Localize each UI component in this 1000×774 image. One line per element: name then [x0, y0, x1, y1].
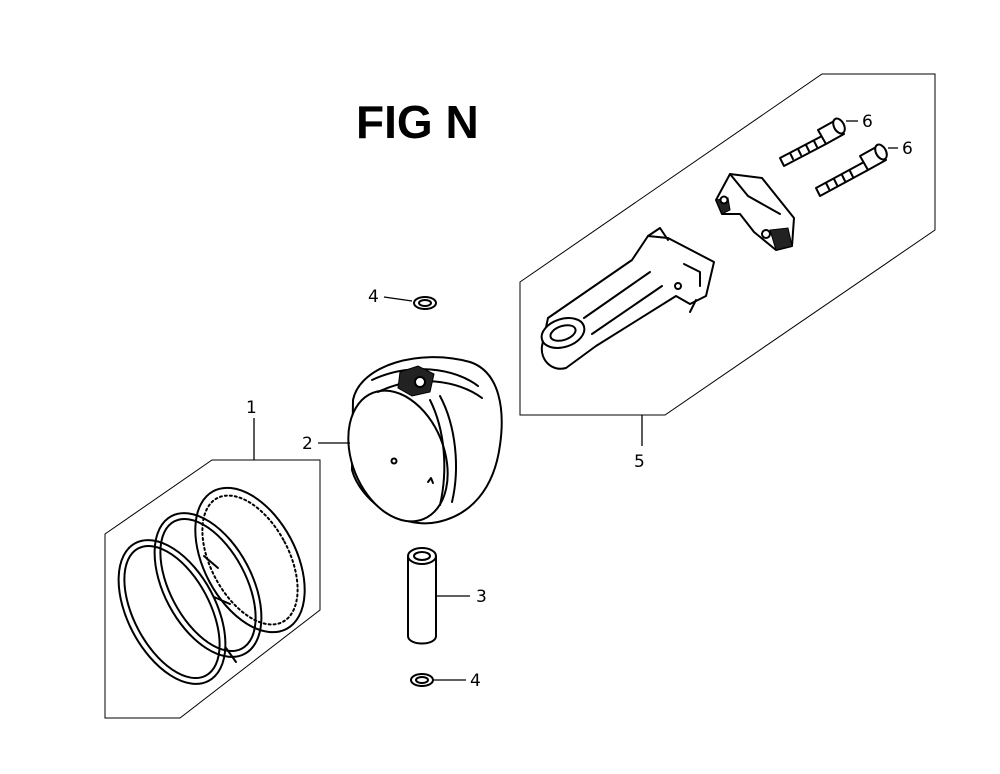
- callout-1: 1: [246, 398, 257, 418]
- ring-set-outline: [104, 459, 321, 719]
- piston-pin: 3: [407, 547, 487, 645]
- callout-6-upper: 6: [862, 112, 873, 132]
- rod-bolt-lower: 6: [815, 139, 913, 197]
- callout-6-lower: 6: [902, 139, 913, 159]
- callout-5: 5: [634, 452, 645, 472]
- piston-ring-set: 1: [104, 398, 321, 719]
- callout-2: 2: [302, 434, 313, 454]
- rod-assembly-outline: [519, 73, 936, 416]
- figure-title: FIG N: [356, 96, 479, 148]
- top-ring: [117, 539, 237, 685]
- second-ring: [153, 512, 263, 658]
- callout-4-top: 4: [368, 287, 379, 307]
- leader-4-top: [383, 296, 413, 302]
- connecting-rod-cap: [715, 173, 795, 251]
- pin-clip-bottom: 4: [410, 671, 481, 691]
- connecting-rod-assembly: 5 6: [519, 73, 936, 472]
- callout-4-bottom: 4: [470, 671, 481, 691]
- connecting-rod: [540, 227, 715, 370]
- rod-bolt-upper: 6: [779, 112, 873, 167]
- callout-3: 3: [476, 587, 487, 607]
- pin-clip-top: 4: [368, 287, 437, 310]
- piston: 2: [302, 356, 503, 525]
- oil-ring: [194, 486, 306, 634]
